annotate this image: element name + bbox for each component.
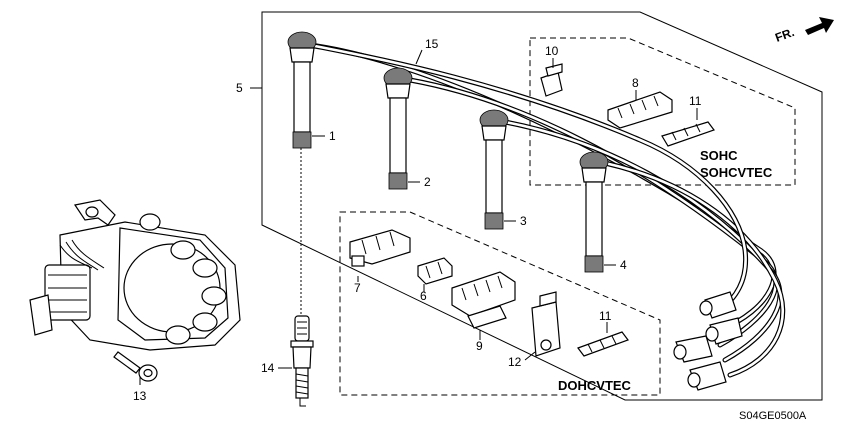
fr-label: FR. (773, 25, 796, 45)
callout-6: 6 (420, 289, 427, 303)
wire-set-frame (261, 11, 823, 401)
variant-sohc: SOHC (700, 148, 738, 163)
front-arrow-icon (805, 17, 834, 35)
plug-wire-3 (479, 109, 509, 230)
callout-9: 9 (476, 339, 483, 353)
callout-8: 8 (632, 76, 639, 90)
plug-wire-1 (287, 31, 317, 149)
clamp-7 (349, 229, 411, 267)
clamp-6 (417, 257, 453, 285)
clamp-10 (540, 63, 563, 97)
callout-14: 14 (261, 361, 275, 375)
callout-7: 7 (354, 281, 361, 295)
sohc-frame (529, 37, 796, 186)
callout-15: 15 (425, 37, 439, 51)
callout-1: 1 (329, 129, 336, 143)
clamp-8 (607, 91, 673, 129)
callout-11-dohc: 11 (599, 309, 612, 323)
callout-12: 12 (508, 355, 522, 369)
callout-10: 10 (545, 44, 559, 58)
plug-wire-2 (383, 67, 413, 190)
spark-plug-14 (290, 315, 314, 407)
callout-4: 4 (620, 258, 627, 272)
callout-3: 3 (520, 214, 527, 228)
distributor (29, 199, 241, 351)
bolt-13 (113, 351, 158, 382)
diagram-code: S04GE0500A (739, 410, 807, 422)
variant-dohc-vtec: DOHCVTEC (558, 378, 632, 393)
variant-sohc-vtec: SOHCVTEC (700, 165, 773, 180)
front-direction-marker: FR. (773, 17, 834, 45)
distributor-boots (673, 291, 743, 391)
clamp-11-dohc (577, 331, 629, 357)
clamp-9 (451, 271, 516, 329)
callout-11-sohc: 11 (689, 94, 702, 108)
clamp-11-sohc (661, 121, 715, 147)
wire-bundle (307, 42, 786, 378)
leader-lines (139, 49, 698, 385)
callout-13: 13 (133, 389, 147, 403)
clamp-12 (531, 291, 561, 357)
callouts: 1 2 3 4 5 6 7 8 9 10 11 11 12 13 14 15 (133, 37, 702, 403)
callout-2: 2 (424, 175, 431, 189)
plug-wire-4 (579, 151, 609, 273)
callout-5: 5 (236, 81, 243, 95)
